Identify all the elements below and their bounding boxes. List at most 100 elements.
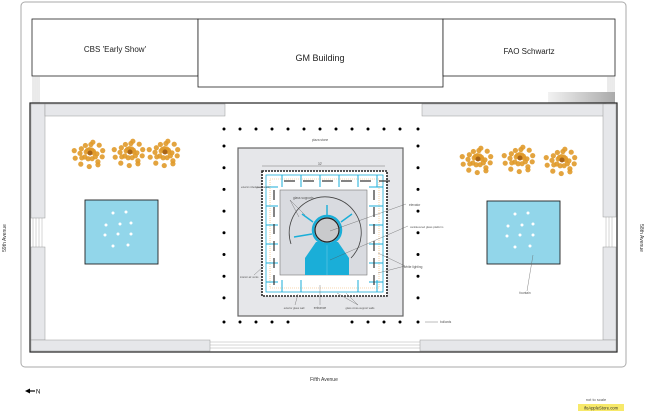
bollard: [398, 127, 402, 131]
elevator: [311, 214, 343, 246]
street-right-label: 58th Avenue: [638, 224, 644, 252]
bollard: [254, 320, 258, 324]
fountain-jet: [531, 233, 535, 237]
fountain-jet: [513, 245, 517, 249]
fountain-jet: [526, 211, 530, 215]
bollard: [254, 127, 258, 131]
dimension-label: 32': [318, 162, 323, 166]
tree: [146, 138, 181, 169]
fountain-jet: [116, 232, 120, 236]
tree: [111, 138, 146, 169]
credit-link[interactable]: ifoAppleStore.com: [584, 406, 619, 411]
fountain-jet: [124, 210, 128, 214]
bollard: [222, 209, 226, 213]
bollard: [270, 127, 274, 131]
fountain-jet: [129, 232, 133, 236]
bollard: [416, 296, 420, 300]
fountain-jet: [520, 223, 524, 227]
credit-badge: [578, 404, 624, 411]
bollard: [416, 320, 420, 324]
bollard: [416, 127, 420, 131]
scale-note: not to scale: [586, 397, 607, 402]
fountain-jet: [513, 212, 517, 216]
fountain-jet: [531, 222, 535, 226]
bollard: [416, 144, 420, 148]
plaza-stone-label: plaza stone: [312, 138, 329, 142]
bollard: [222, 253, 226, 256]
fountain-jet: [126, 243, 130, 247]
bollard: [398, 320, 402, 324]
bollard: [222, 231, 226, 235]
bollards: [222, 127, 420, 324]
tree: [501, 144, 536, 175]
bollard: [238, 127, 242, 131]
interior-air-vents-label: interior air vents: [240, 275, 259, 279]
bollard: [416, 187, 420, 191]
building-cbs: CBS 'Early Show': [31, 18, 199, 77]
north-arrow-icon: [25, 388, 35, 394]
fountain-jet: [111, 244, 115, 248]
bollard: [222, 127, 226, 131]
white-lighting-label: white lighting: [404, 265, 423, 269]
site-border: [20, 1, 627, 368]
bollards-label: bollards: [440, 320, 452, 324]
spiral-stair: [288, 196, 362, 259]
connector-stripes: [32, 76, 615, 103]
tree: [71, 139, 106, 170]
street-bottom-label: Fifth Avenue: [310, 377, 338, 383]
building-fao-label: FAO Schwartz: [503, 47, 554, 56]
elevator-label: elevator: [409, 203, 421, 207]
exterior-glass-panels-label: exterior rolled glass panels: [241, 186, 270, 189]
ramp: [548, 92, 615, 103]
trees: [71, 138, 578, 177]
fountain-jet: [118, 222, 122, 226]
bollard: [350, 127, 354, 131]
fountain-jet: [518, 233, 522, 237]
north-label: N: [36, 390, 40, 396]
entrance-label: entrance: [314, 306, 327, 310]
bollard: [366, 320, 370, 324]
building-gm: GM Building: [197, 18, 444, 88]
bollard: [222, 296, 226, 300]
bollard: [222, 187, 226, 191]
fountain-jet: [129, 221, 133, 225]
fountain-jet: [528, 244, 532, 248]
tree: [543, 146, 578, 177]
glass-cube: [261, 170, 390, 297]
bollard: [382, 127, 386, 131]
bollard: [222, 166, 226, 170]
building-gm-label: GM Building: [295, 53, 344, 63]
cross-support-walls-label: glass cross-support walls: [346, 306, 376, 310]
bollard: [416, 166, 420, 170]
bollard: [222, 144, 226, 148]
building-cbs-label: CBS 'Early Show': [84, 45, 147, 54]
bollard: [350, 320, 354, 324]
fountain-label: fountain: [519, 291, 531, 295]
exterior-glass-wall-label: exterior glass wall: [284, 306, 305, 310]
fountain-jet: [103, 233, 107, 237]
bollard: [382, 320, 386, 324]
tree: [459, 145, 494, 176]
cantilevered-platform-label: cantilevered glass platform: [410, 225, 444, 229]
bollard: [366, 127, 370, 131]
fountain-jet: [506, 224, 510, 228]
bollard: [286, 127, 290, 131]
bollard: [222, 274, 226, 278]
steps: [32, 217, 613, 349]
building-fao: FAO Schwartz: [442, 18, 616, 77]
bollard: [416, 253, 420, 256]
plaza-walls: [30, 103, 617, 352]
bollard: [302, 127, 306, 131]
bollard: [416, 231, 420, 235]
bollard: [416, 209, 420, 213]
bollard: [238, 320, 242, 324]
fountain-jet: [104, 223, 108, 227]
bollard: [334, 127, 338, 131]
fountain-right: [486, 200, 561, 265]
bollard: [416, 274, 420, 278]
street-left-label: 59th Avenue: [2, 224, 8, 252]
fountain-jet: [111, 211, 115, 215]
bollard: [318, 127, 322, 131]
bollard: [270, 320, 274, 324]
